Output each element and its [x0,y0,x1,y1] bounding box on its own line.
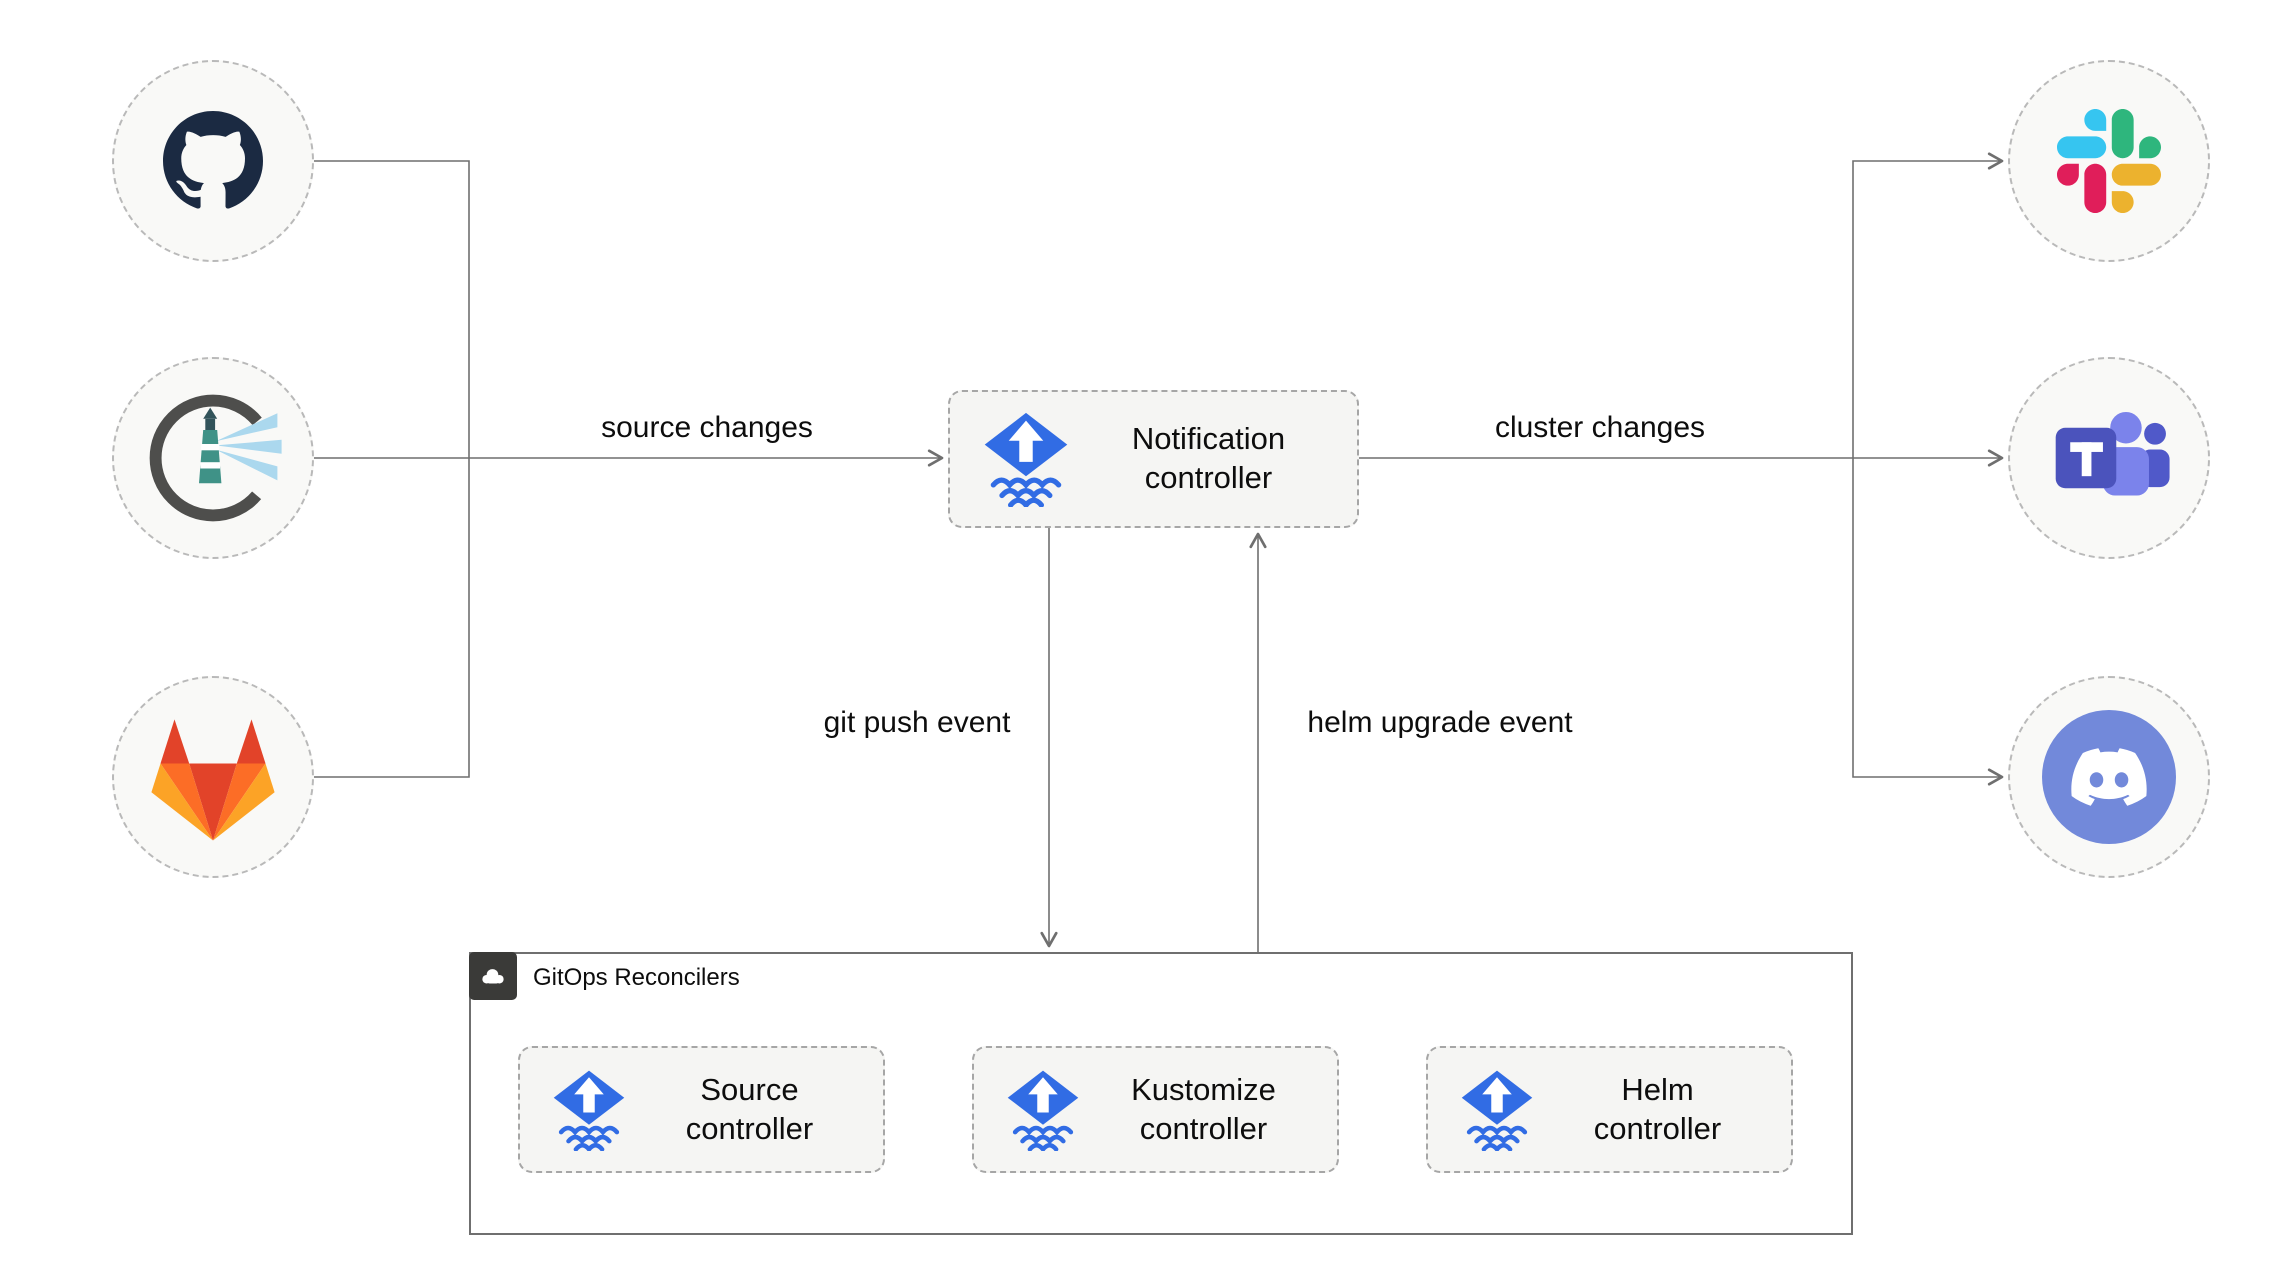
node-notification-controller: Notification controller [948,390,1359,528]
source-controller-label: Source controller [685,1071,814,1146]
discord-icon [2042,710,2176,844]
node-teams [2008,357,2210,559]
flux-icon [978,411,1074,507]
flux-icon [1456,1069,1538,1151]
gitlab-icon [143,711,283,844]
edge-label-source-changes: source changes [601,411,813,444]
harbor-icon [143,388,283,528]
edge-label-helm-upgrade-event: helm upgrade event [1307,706,1573,739]
edge-label-cluster-changes: cluster changes [1494,411,1706,444]
microsoft-teams-icon [2046,395,2172,521]
node-gitlab [112,676,314,878]
edge-label-git-push-event: git push event [823,706,1011,739]
github-icon [163,111,263,211]
node-harbor [112,357,314,559]
notification-controller-label: Notification controller [1131,421,1286,495]
edge-cluster-changes-slack [1852,152,2004,458]
node-discord [2008,676,2210,878]
edge-cluster-changes-discord [1852,458,2004,786]
edge-sources-junction [314,160,470,778]
node-github [112,60,314,262]
helm-controller-label: Helm controller [1593,1071,1722,1146]
flux-icon [548,1069,630,1151]
node-helm-controller: Helm controller [1426,1046,1793,1173]
gitops-reconcilers-label: GitOps Reconcilers [533,964,740,991]
node-slack [2008,60,2210,262]
node-kustomize-controller: Kustomize controller [972,1046,1339,1173]
slack-icon [2057,109,2161,213]
kustomize-controller-label: Kustomize controller [1131,1071,1276,1146]
cloud-icon [476,963,510,989]
discord-clyde-icon [2068,744,2150,810]
node-source-controller: Source controller [518,1046,885,1173]
flux-icon [1002,1069,1084,1151]
cloud-badge [469,952,517,1000]
